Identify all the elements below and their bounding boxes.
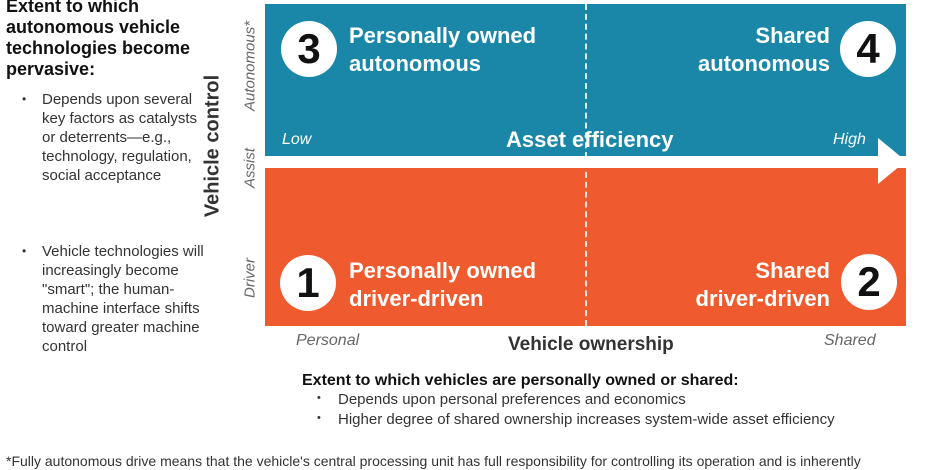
asset-efficiency-low-label: Low: [282, 131, 312, 148]
footnote: *Fully autonomous drive means that the v…: [6, 453, 861, 469]
ownership-note-heading: Extent to which vehicles are personally …: [302, 372, 739, 389]
left-panel-bullet-list-2: Vehicle technologies will increasingly b…: [22, 242, 207, 356]
ownership-personal-label: Personal: [296, 332, 360, 349]
left-panel-heading: Extent to which autonomous vehicle techn…: [6, 0, 191, 79]
ownership-note-bullet: Depends upon personal preferences and ec…: [317, 391, 686, 408]
asset-efficiency-title: Asset efficiency: [506, 127, 674, 152]
quadrant-3-title: Personally owned autonomous: [349, 23, 537, 76]
asset-efficiency-arrow: [262, 138, 906, 184]
vehicle-ownership-axis-title: Vehicle ownership: [508, 334, 674, 355]
ownership-note-bullet: Higher degree of shared ownership increa…: [317, 411, 835, 428]
asset-efficiency-high-label: High: [833, 131, 866, 148]
arrow-shaft: [262, 156, 882, 165]
left-panel-bullet: Vehicle technologies will increasingly b…: [22, 242, 207, 356]
arrow-head: [878, 138, 906, 184]
quadrant-2-title: Shared driver-driven: [695, 258, 831, 311]
left-panel-bullet-list: Depends upon several key factors as cata…: [22, 90, 207, 185]
quadrant-1-title: Personally owned driver-driven: [349, 258, 537, 311]
quadrant-2-number: 2: [841, 254, 897, 310]
quadrant-3-number: 3: [281, 21, 337, 77]
quadrant-4-title: Shared autonomous: [698, 23, 830, 76]
left-panel-bullet: Depends upon several key factors as cata…: [22, 90, 207, 185]
quadrant-4-number: 4: [840, 21, 896, 77]
ownership-shared-label: Shared: [824, 332, 876, 349]
quadrant-1-number: 1: [280, 255, 336, 311]
